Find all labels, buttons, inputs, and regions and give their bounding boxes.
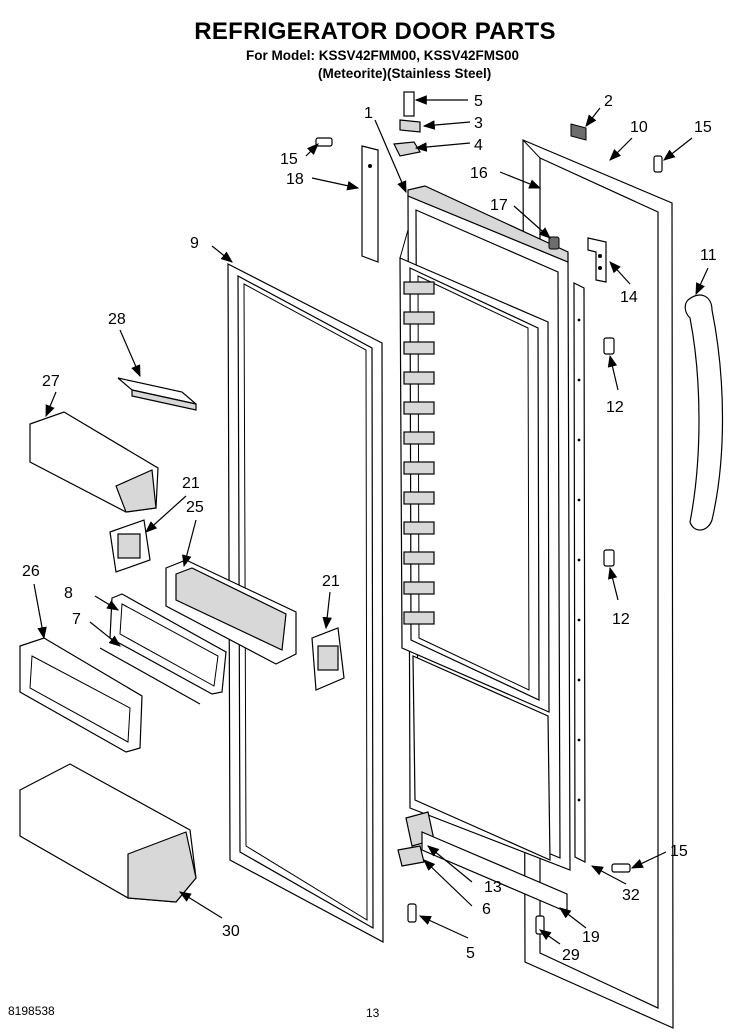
door-gasket-part-9: [227, 263, 384, 944]
page-title: REFRIGERATOR DOOR PARTS: [194, 18, 556, 45]
shelf-clips: [403, 281, 435, 625]
screw-part-15-a: [315, 137, 333, 147]
callout-5-bottom: 5: [466, 945, 475, 962]
page-number: 13: [366, 1006, 380, 1020]
side-strip-part-18: [361, 145, 379, 263]
callout-3: 3: [474, 115, 483, 132]
leader-lines: [33, 95, 709, 945]
dispenser-housing-part-25: [165, 559, 297, 665]
screw-part-15-b: [653, 155, 663, 173]
callout-5-top: 5: [474, 93, 483, 110]
callout-29: 29: [562, 947, 580, 964]
callout-7: 7: [72, 611, 81, 628]
callout-15-a: 15: [280, 151, 298, 168]
model-line: For Model: KSSV42FMM00, KSSV42FMS00: [246, 48, 520, 63]
door-stop-part-17: [548, 236, 560, 250]
callout-32: 32: [622, 887, 640, 904]
callout-15-c: 15: [670, 843, 688, 860]
callout-2: 2: [604, 93, 613, 110]
bracket-part-21-a: [109, 519, 151, 573]
trim-holes: [577, 318, 581, 802]
callout-15-b: 15: [694, 119, 712, 136]
callout-11: 11: [700, 247, 717, 264]
rod-part-7: [99, 647, 201, 705]
callout-1: 1: [364, 105, 373, 122]
small-bin-part-28: [117, 377, 197, 411]
screw-part-12-b: [603, 549, 615, 567]
callout-28: 28: [108, 311, 126, 328]
callout-14: 14: [620, 289, 638, 306]
screw-part-15-c: [611, 863, 631, 873]
label-part-2: [570, 123, 587, 141]
callout-19: 19: [582, 929, 600, 946]
callout-18: 18: [286, 171, 304, 188]
callout-numbers: 1 2 3 4 5 5 6 7 8 9 10 11 12 12 13 14 15…: [22, 93, 717, 964]
callout-8: 8: [64, 585, 73, 602]
callout-12-a: 12: [606, 399, 624, 416]
callout-21-b: 21: [322, 573, 340, 590]
door-bin-part-27: [29, 411, 159, 513]
callout-4: 4: [474, 137, 483, 154]
side-trim-part-32: [573, 282, 586, 863]
callout-30: 30: [222, 923, 240, 940]
callout-9: 9: [190, 235, 199, 252]
callout-10: 10: [630, 119, 648, 136]
finish-line: (Meteorite)(Stainless Steel): [318, 66, 492, 81]
callout-26: 26: [22, 563, 40, 580]
door-cover-part-26: [19, 637, 143, 753]
callout-12-b: 12: [612, 611, 630, 628]
callout-16: 16: [470, 165, 488, 182]
document-number: 8198538: [8, 1004, 55, 1018]
callout-13: 13: [484, 879, 502, 896]
screw-part-5-lower: [407, 903, 417, 923]
hinge-bracket-part-14: [587, 237, 607, 283]
callout-17: 17: [490, 197, 508, 214]
top-hinge-parts: [393, 91, 421, 157]
bracket-part-21-b: [311, 627, 345, 691]
door-panel-part-16: [399, 185, 571, 871]
callout-27: 27: [42, 373, 60, 390]
handle-part-11: [684, 294, 724, 531]
callout-21-a: 21: [182, 475, 200, 492]
callout-25: 25: [186, 499, 204, 516]
large-bin-part-30: [19, 763, 197, 903]
callout-6: 6: [482, 901, 491, 918]
screw-part-12-a: [603, 337, 615, 355]
